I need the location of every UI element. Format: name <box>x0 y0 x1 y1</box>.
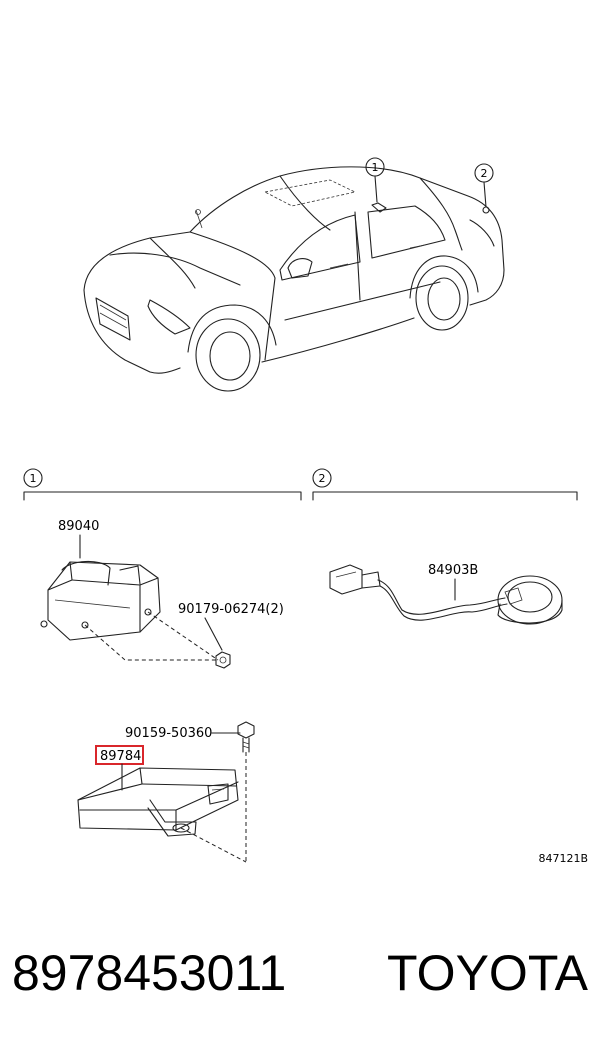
part-label-89784: 89784 <box>100 749 141 764</box>
car-callout-1: 1 <box>365 157 385 203</box>
callout-2-label: 2 <box>481 167 488 180</box>
section-2-label: 2 <box>319 472 326 485</box>
ecu-89784: 90159-50360 89784 <box>77 721 255 863</box>
part-label-89040: 89040 <box>58 519 99 534</box>
part-label-90179: 90179-06274(2) <box>178 602 284 617</box>
diagram-ref: 847121B <box>538 852 588 865</box>
harness-84903b: 84903B <box>329 563 563 625</box>
part-label-90159: 90159-50360 <box>125 726 212 741</box>
section-1-header: 1 <box>23 468 302 501</box>
sensor-89040: 89040 90179-06274(2) <box>40 519 284 669</box>
car-callout-2: 2 <box>474 163 494 208</box>
footer-brand: TOYOTA <box>387 945 589 1001</box>
section-1-label: 1 <box>30 472 37 485</box>
highlight-box <box>95 745 144 765</box>
footer-part-number: 8978453011 <box>12 945 286 1001</box>
section-2-header: 2 <box>312 468 578 501</box>
car-illustration <box>83 166 505 392</box>
callout-1-label: 1 <box>372 161 379 174</box>
part-label-84903b: 84903B <box>428 563 478 578</box>
